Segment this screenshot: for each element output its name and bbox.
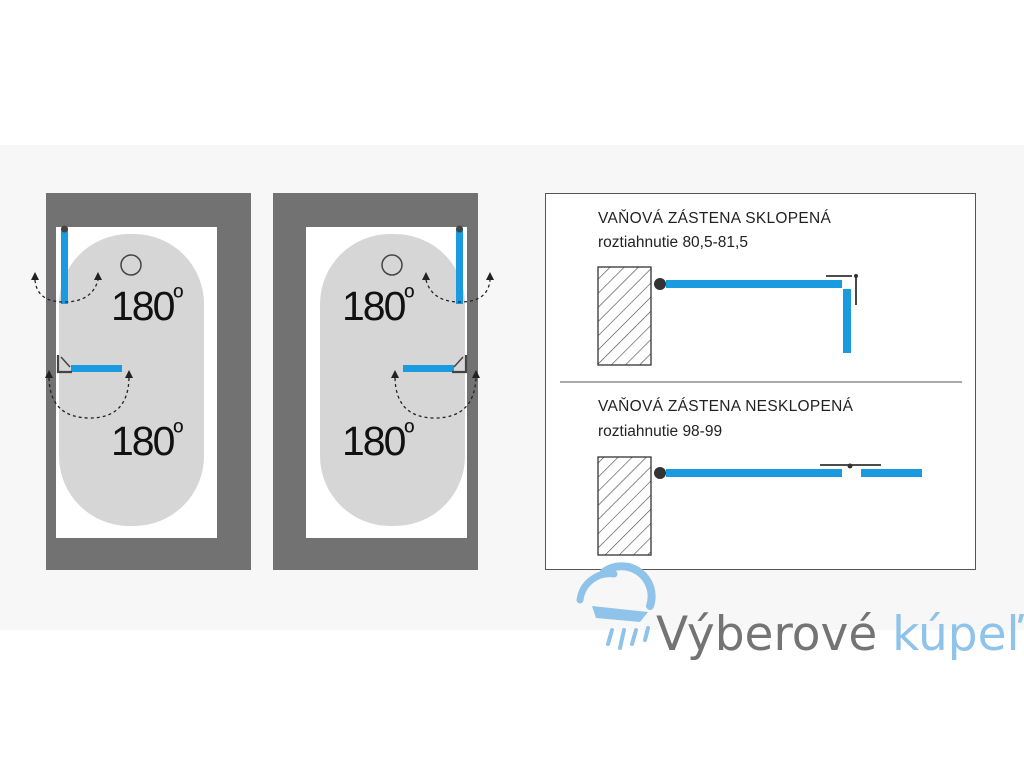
- hinge-icon: [61, 225, 68, 233]
- drain-icon: [381, 254, 403, 276]
- hinge-icon: [456, 225, 463, 233]
- wall-hatch: [597, 456, 652, 556]
- brand-watermark: Výberové kúpeľ: [576, 562, 1024, 662]
- angle-label-lower: 180º: [342, 417, 414, 464]
- angle-label-upper: 180º: [111, 282, 183, 329]
- swing-arc: [34, 279, 99, 303]
- shower-head-icon: [576, 562, 656, 650]
- brand-text: Výberové kúpeľ: [656, 607, 1024, 662]
- angle-label-upper: 180º: [342, 282, 414, 329]
- hinge-icon: [654, 467, 666, 479]
- hinge-bracket-icon: [56, 355, 72, 374]
- bathtub-left: 180º 180º: [31, 193, 251, 570]
- glass-panel-main: [666, 469, 842, 477]
- swing-arc: [48, 377, 130, 419]
- glass-panel-extended: [861, 469, 922, 477]
- glass-panel-vertical: [456, 228, 463, 304]
- swing-arc: [394, 377, 477, 419]
- tub-basin: [59, 234, 204, 526]
- wall-hatch: [597, 266, 652, 366]
- bathtub-right: 180º 180º: [273, 193, 494, 570]
- legend-box: VAŇOVÁ ZÁSTENA SKLOPENÁ roztiahnutie 80,…: [545, 193, 976, 570]
- drain-icon: [120, 254, 142, 276]
- section1-subtitle: roztiahnutie 80,5-81,5: [598, 234, 748, 251]
- section2-subtitle: roztiahnutie 98-99: [598, 423, 722, 440]
- section2-title: VAŇOVÁ ZÁSTENA NESKLOPENÁ: [598, 398, 854, 415]
- hinge-bracket-icon: [452, 355, 468, 374]
- glass-panel-main: [666, 280, 842, 288]
- tub-basin: [320, 234, 465, 526]
- glass-panel-horizontal: [403, 365, 454, 372]
- glass-panel-horizontal: [71, 365, 122, 372]
- swing-arc: [425, 279, 491, 303]
- glass-panel-folded: [843, 289, 851, 353]
- hinge-icon: [654, 278, 666, 290]
- angle-label-lower: 180º: [111, 417, 183, 464]
- section1-title: VAŇOVÁ ZÁSTENA SKLOPENÁ: [598, 210, 832, 227]
- glass-panel-vertical: [61, 228, 68, 304]
